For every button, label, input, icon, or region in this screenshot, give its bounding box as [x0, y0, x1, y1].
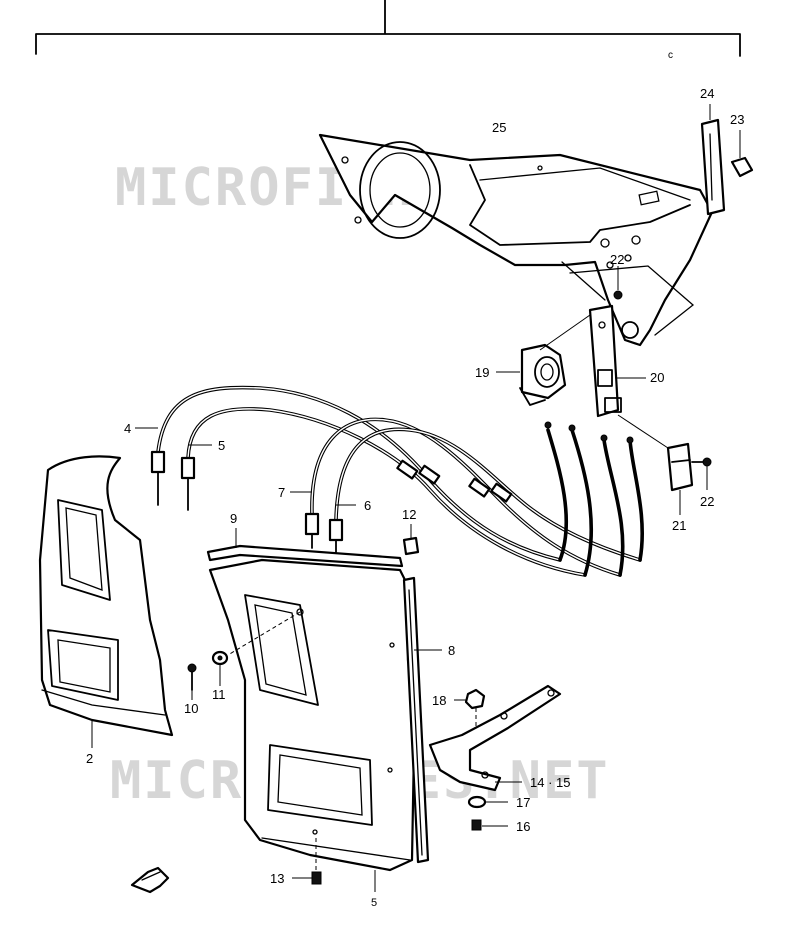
- callout-19: 19: [475, 365, 489, 380]
- callout-5: 5: [218, 438, 225, 453]
- nut-18: [454, 688, 486, 728]
- callout-18: 18: [432, 693, 446, 708]
- callout-24: 24: [700, 86, 714, 101]
- clip-23: [730, 130, 754, 178]
- cover-2: [38, 455, 174, 748]
- switch-19: [496, 314, 591, 406]
- screw-22-upper: [613, 266, 623, 300]
- bottom-mark: 5: [371, 897, 377, 909]
- grommet-11: [211, 650, 229, 686]
- callout-23: 23: [730, 112, 744, 127]
- callout-12: 12: [402, 507, 416, 522]
- callout-20: 20: [650, 370, 664, 385]
- panel-plate-20: [588, 304, 646, 418]
- assembly-bracket: [35, 0, 741, 57]
- trim-9: [206, 528, 404, 568]
- callout-9: 9: [230, 511, 237, 526]
- clip-12: [402, 524, 420, 556]
- strap-24: [700, 104, 726, 216]
- callout-labels: 2 4 5 6 7 8 9 10 11 12 13 14 · 15 16 17 …: [86, 86, 744, 909]
- callout-4: 4: [124, 421, 131, 436]
- callout-6: 6: [364, 498, 371, 513]
- callout-16: 16: [516, 819, 530, 834]
- mounting-bracket-25: [318, 133, 714, 347]
- callout-22-upper: 22: [610, 252, 624, 267]
- cables: [135, 385, 644, 577]
- washer-17: [467, 795, 508, 809]
- callout-22-lower: 22: [700, 494, 714, 509]
- edge-seal-8: [402, 576, 442, 864]
- bolt-16: [471, 819, 508, 831]
- screw-13: [292, 838, 322, 885]
- cover-3: [208, 558, 417, 892]
- callout-14-15: 14 · 15: [530, 775, 570, 790]
- callout-21: 21: [672, 518, 686, 533]
- callout-10: 10: [184, 701, 198, 716]
- front-direction-arrow-icon: [130, 866, 170, 894]
- callout-2: 2: [86, 751, 93, 766]
- screw-22-lower: [691, 457, 712, 490]
- callout-7: 7: [278, 485, 285, 500]
- callout-11: 11: [212, 687, 226, 702]
- callout-13: 13: [270, 871, 284, 886]
- bracket-14-15: [428, 684, 562, 792]
- callout-8: 8: [448, 643, 455, 658]
- top-mark: c: [668, 50, 673, 61]
- bracket-21: [617, 414, 694, 515]
- callout-17: 17: [516, 795, 530, 810]
- callout-25: 25: [492, 120, 506, 135]
- screw-10: [187, 663, 197, 700]
